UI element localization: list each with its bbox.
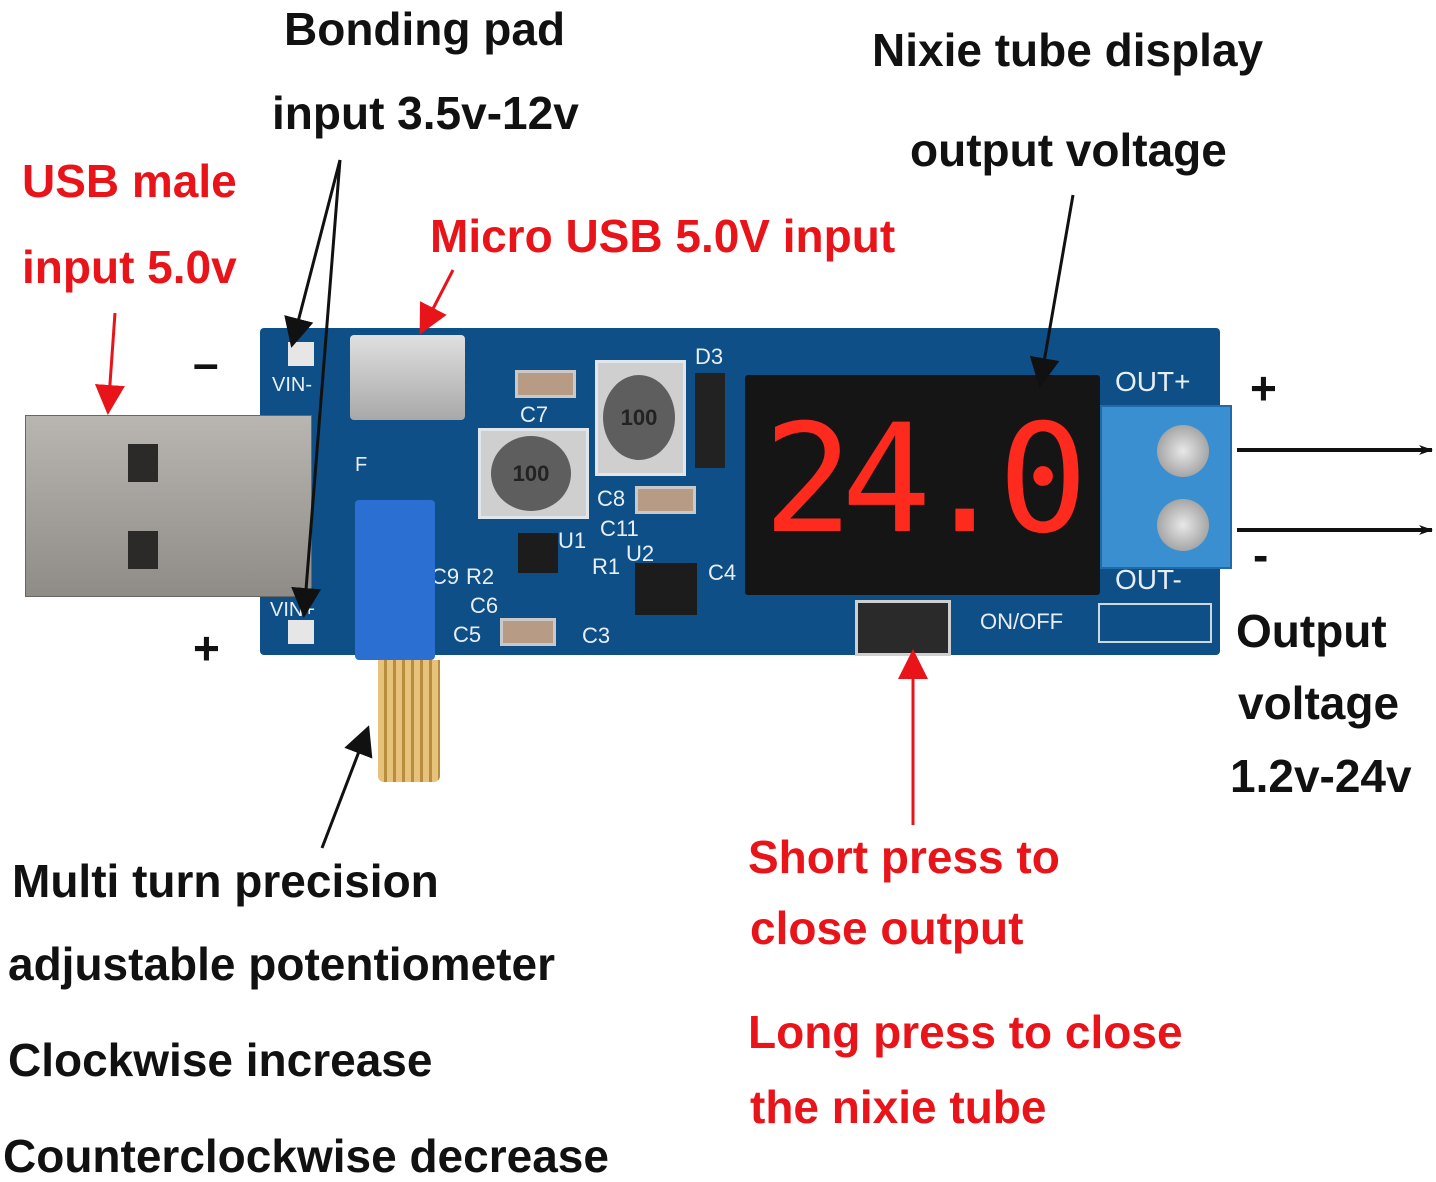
silk-on-off: ON/OFF	[980, 609, 1064, 634]
output-voltage-range: 1.2v-24v	[1230, 750, 1412, 802]
silk-c5: C5	[453, 622, 482, 647]
silk-c4: C4	[708, 560, 737, 585]
silk-r2: R2	[466, 564, 495, 589]
arrow-nixie	[1029, 194, 1075, 388]
inductor-marking: 100	[491, 436, 571, 511]
inductor-marking: 100	[603, 375, 675, 460]
usb-contact-hole	[128, 531, 158, 569]
arrow-bonding-pad-plus	[291, 159, 342, 618]
pot-line1: Multi turn precision	[12, 855, 439, 907]
silk-c11: C11	[600, 516, 639, 541]
arrow-micro-usb	[419, 269, 455, 335]
button-line4: the nixie tube	[750, 1081, 1047, 1133]
input-plus-sign: +	[193, 622, 220, 674]
capacitor-c7	[515, 370, 576, 398]
output-voltage-line1: Output	[1236, 605, 1387, 657]
pot-line4: Counterclockwise decrease	[3, 1130, 609, 1182]
arrow-bonding-pad-minus	[284, 159, 342, 348]
micro-usb-port	[350, 335, 465, 420]
output-plus-sign: +	[1250, 362, 1277, 414]
button-line1: Short press to	[748, 831, 1060, 883]
usb-male-connector	[25, 415, 312, 597]
silk-f: F	[355, 454, 368, 476]
silk-u1: U1	[558, 528, 587, 553]
pot-line2: adjustable potentiometer	[8, 938, 555, 990]
silk-r1: R1	[592, 554, 621, 579]
chip-u1	[518, 533, 558, 573]
output-minus-sign: -	[1253, 529, 1269, 581]
regulator-u2	[635, 563, 697, 615]
bonding-pad-range: input 3.5v-12v	[272, 87, 579, 139]
arrow-usb-male	[94, 312, 125, 415]
inductor: 100	[478, 428, 589, 519]
silk-c3: C3	[582, 623, 611, 648]
usb-male-title: USB male	[22, 155, 237, 207]
micro-usb-label: Micro USB 5.0V input	[430, 210, 896, 262]
usb-contact-hole	[128, 444, 158, 482]
silk-c8: C8	[597, 486, 626, 511]
potentiometer	[355, 500, 435, 660]
silk-c7: C7	[520, 402, 549, 427]
capacitor-c8	[635, 486, 696, 514]
usb-male-input: input 5.0v	[22, 241, 237, 293]
pot-line3: Clockwise increase	[8, 1034, 433, 1086]
vin-plus-pad	[288, 620, 314, 644]
silk-out-minus: OUT-	[1115, 564, 1182, 595]
arrow-potentiometer	[320, 725, 373, 849]
nixie-display: 24.0	[745, 375, 1100, 595]
inductor: 100	[595, 360, 686, 476]
screw-icon	[1157, 499, 1209, 551]
button-line2: close output	[750, 902, 1024, 954]
nixie-title: Nixie tube display	[872, 24, 1264, 76]
button-line3: Long press to close	[748, 1006, 1183, 1058]
nixie-subtitle: output voltage	[910, 124, 1227, 176]
silk-d3: D3	[695, 344, 724, 369]
input-minus-sign: –	[193, 337, 219, 389]
silk-u2: U2	[626, 541, 655, 566]
bonding-pad-title: Bonding pad	[284, 3, 566, 55]
display-digits: 24.0	[763, 393, 1088, 567]
output-header-pins	[1098, 603, 1212, 643]
capacitor-c5	[500, 618, 556, 646]
silk-out-plus: OUT+	[1115, 366, 1191, 397]
potentiometer-shaft	[378, 660, 440, 782]
output-terminal-block	[1100, 405, 1232, 569]
silk-c6: C6	[470, 593, 499, 618]
silk-vin-minus: VIN-	[272, 374, 312, 396]
output-voltage-line2: voltage	[1238, 677, 1400, 729]
diode-d3	[695, 373, 725, 468]
silk-c9: C9	[431, 564, 460, 589]
screw-icon	[1157, 425, 1209, 477]
